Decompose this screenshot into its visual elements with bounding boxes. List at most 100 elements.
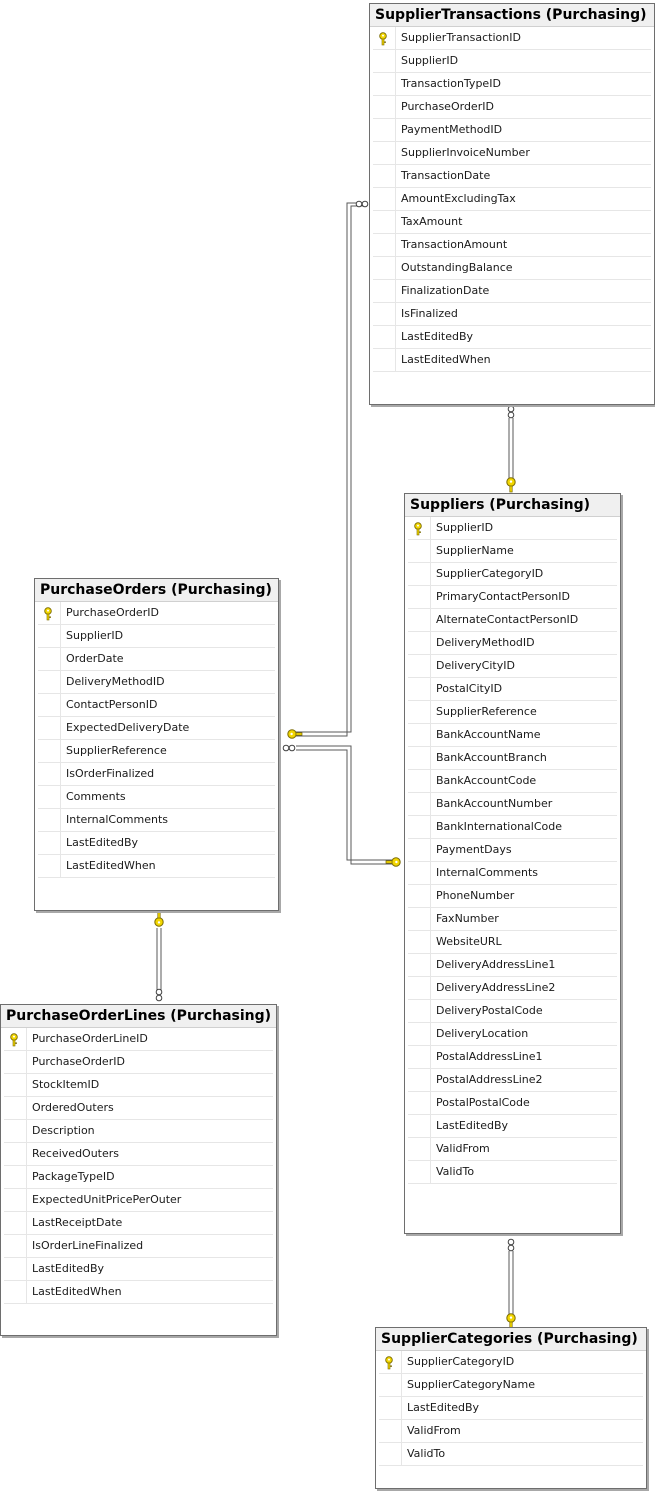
row-selector[interactable] [408, 1046, 431, 1068]
row-selector[interactable] [408, 747, 431, 769]
row-selector[interactable] [38, 625, 61, 647]
column-row[interactable]: PostalPostalCode [408, 1092, 617, 1115]
column-row[interactable]: SupplierTransactionID [373, 27, 651, 50]
column-row[interactable]: LastEditedBy [373, 326, 651, 349]
row-selector[interactable] [373, 188, 396, 210]
column-row[interactable]: ValidTo [379, 1443, 643, 1466]
column-row[interactable]: ContactPersonID [38, 694, 275, 717]
row-selector[interactable] [408, 1069, 431, 1091]
column-row[interactable]: TransactionTypeID [373, 73, 651, 96]
column-row[interactable]: LastEditedWhen [38, 855, 275, 878]
row-selector[interactable] [408, 977, 431, 999]
row-selector[interactable] [38, 717, 61, 739]
column-row[interactable]: OrderDate [38, 648, 275, 671]
column-row[interactable]: OutstandingBalance [373, 257, 651, 280]
column-row[interactable]: SupplierID [408, 517, 617, 540]
column-row[interactable]: ReceivedOuters [4, 1143, 273, 1166]
row-selector[interactable] [373, 257, 396, 279]
column-row[interactable]: SupplierID [373, 50, 651, 73]
row-selector[interactable] [4, 1028, 27, 1050]
column-row[interactable]: DeliveryPostalCode [408, 1000, 617, 1023]
column-row[interactable]: TransactionAmount [373, 234, 651, 257]
row-selector[interactable] [4, 1166, 27, 1188]
row-selector[interactable] [4, 1235, 27, 1257]
row-selector[interactable] [379, 1397, 402, 1419]
row-selector[interactable] [373, 119, 396, 141]
column-row[interactable]: BankInternationalCode [408, 816, 617, 839]
row-selector[interactable] [4, 1074, 27, 1096]
row-selector[interactable] [408, 1092, 431, 1114]
column-row[interactable]: ValidTo [408, 1161, 617, 1184]
row-selector[interactable] [408, 1161, 431, 1183]
column-row[interactable]: PhoneNumber [408, 885, 617, 908]
row-selector[interactable] [4, 1120, 27, 1142]
column-row[interactable]: PurchaseOrderID [373, 96, 651, 119]
column-row[interactable]: DeliveryMethodID [38, 671, 275, 694]
column-row[interactable]: BankAccountBranch [408, 747, 617, 770]
column-row[interactable]: PrimaryContactPersonID [408, 586, 617, 609]
table-title[interactable]: Suppliers (Purchasing) [405, 494, 620, 517]
row-selector[interactable] [4, 1097, 27, 1119]
column-row[interactable]: StockItemID [4, 1074, 273, 1097]
row-selector[interactable] [408, 724, 431, 746]
column-row[interactable]: ValidFrom [379, 1420, 643, 1443]
column-row[interactable]: AlternateContactPersonID [408, 609, 617, 632]
row-selector[interactable] [408, 563, 431, 585]
column-row[interactable]: Description [4, 1120, 273, 1143]
column-row[interactable]: PaymentDays [408, 839, 617, 862]
row-selector[interactable] [408, 839, 431, 861]
column-row[interactable]: IsOrderFinalized [38, 763, 275, 786]
column-row[interactable]: PostalAddressLine2 [408, 1069, 617, 1092]
column-row[interactable]: PackageTypeID [4, 1166, 273, 1189]
row-selector[interactable] [379, 1443, 402, 1465]
row-selector[interactable] [4, 1281, 27, 1303]
row-selector[interactable] [408, 770, 431, 792]
row-selector[interactable] [408, 793, 431, 815]
row-selector[interactable] [408, 609, 431, 631]
row-selector[interactable] [373, 165, 396, 187]
column-row[interactable]: PaymentMethodID [373, 119, 651, 142]
row-selector[interactable] [38, 694, 61, 716]
table-title[interactable]: SupplierCategories (Purchasing) [376, 1328, 646, 1351]
row-selector[interactable] [408, 931, 431, 953]
column-row[interactable]: LastEditedBy [379, 1397, 643, 1420]
column-row[interactable]: SupplierReference [38, 740, 275, 763]
column-row[interactable]: PurchaseOrderID [4, 1051, 273, 1074]
column-row[interactable]: PostalCityID [408, 678, 617, 701]
row-selector[interactable] [373, 96, 396, 118]
row-selector[interactable] [408, 816, 431, 838]
row-selector[interactable] [408, 701, 431, 723]
row-selector[interactable] [373, 234, 396, 256]
row-selector[interactable] [373, 326, 396, 348]
column-row[interactable]: IsFinalized [373, 303, 651, 326]
row-selector[interactable] [408, 1138, 431, 1160]
column-row[interactable]: AmountExcludingTax [373, 188, 651, 211]
table-title[interactable]: PurchaseOrders (Purchasing) [35, 579, 278, 602]
column-row[interactable]: InternalComments [38, 809, 275, 832]
table-purchase-order-lines[interactable]: PurchaseOrderLines (Purchasing) Purchase… [0, 1004, 277, 1336]
column-row[interactable]: WebsiteURL [408, 931, 617, 954]
column-row[interactable]: PurchaseOrderID [38, 602, 275, 625]
table-purchase-orders[interactable]: PurchaseOrders (Purchasing) PurchaseOrde… [34, 578, 279, 911]
column-row[interactable]: LastEditedBy [408, 1115, 617, 1138]
row-selector[interactable] [408, 540, 431, 562]
column-row[interactable]: FinalizationDate [373, 280, 651, 303]
row-selector[interactable] [379, 1420, 402, 1442]
row-selector[interactable] [408, 954, 431, 976]
row-selector[interactable] [373, 303, 396, 325]
row-selector[interactable] [38, 648, 61, 670]
column-row[interactable]: DeliveryLocation [408, 1023, 617, 1046]
row-selector[interactable] [408, 586, 431, 608]
row-selector[interactable] [4, 1189, 27, 1211]
row-selector[interactable] [38, 671, 61, 693]
row-selector[interactable] [408, 655, 431, 677]
column-row[interactable]: DeliveryAddressLine1 [408, 954, 617, 977]
row-selector[interactable] [38, 786, 61, 808]
column-row[interactable]: Comments [38, 786, 275, 809]
row-selector[interactable] [4, 1051, 27, 1073]
row-selector[interactable] [38, 832, 61, 854]
column-row[interactable]: TransactionDate [373, 165, 651, 188]
column-row[interactable]: DeliveryAddressLine2 [408, 977, 617, 1000]
column-row[interactable]: SupplierName [408, 540, 617, 563]
